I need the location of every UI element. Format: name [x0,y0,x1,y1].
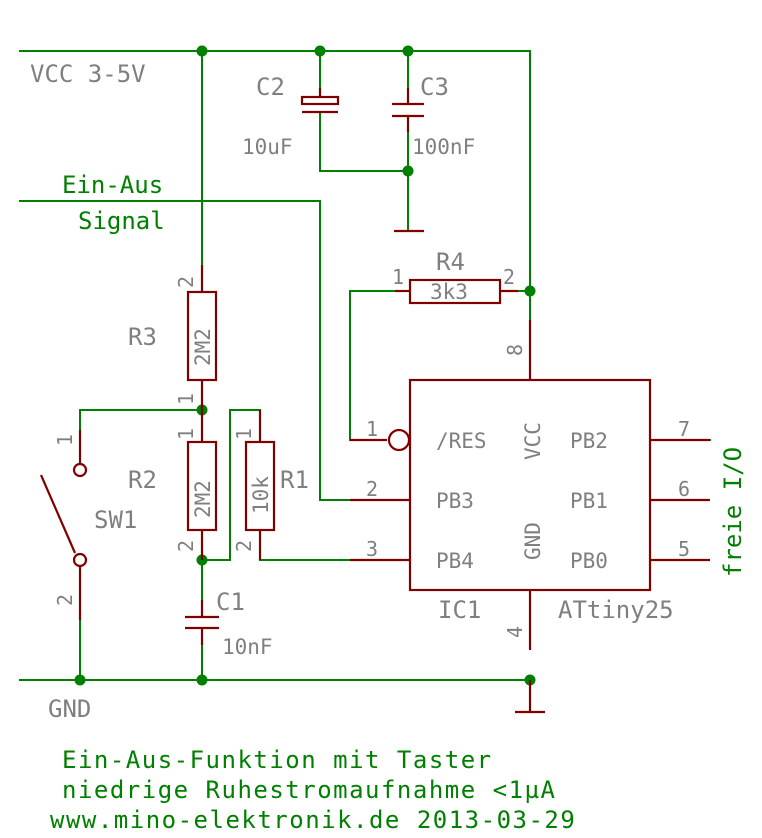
resistor-r3 [186,265,218,410]
junction-dot [74,674,86,686]
c2-value-label: 10uF [242,135,293,159]
ic-pin-2-number: 2 [366,477,378,501]
r4-pin1-label: 1 [392,265,404,289]
r3-value-label: 2M2 [191,328,215,366]
junction-dot [524,285,536,297]
sw1-pin1-label: 1 [53,434,77,446]
switch-sw1 [39,430,88,620]
r1-pin1-label: 1 [232,428,256,440]
resistor-r1 [244,410,276,560]
r1-top-wire [201,409,261,561]
junction-dot [402,165,414,177]
c3-name-label: C3 [420,73,449,101]
ic-attiny25 [350,320,710,650]
r1-value-label: 10k [249,476,273,514]
vcc-net-label: VCC 3-5V [30,60,146,88]
note-line-3: www.mino-elektronik.de 2013-03-29 [50,806,576,834]
r4-pin2-label: 2 [503,265,515,289]
r2-value-label: 2M2 [191,480,215,518]
r2-name-label: R2 [128,466,157,494]
junction-dot [314,45,326,57]
junction-dot [196,674,208,686]
ic-pin-7-label: PB2 [570,429,608,453]
r2-pin1-label: 1 [174,428,198,440]
ic-pin-6-number: 6 [678,477,690,501]
resistor-r2 [186,410,218,560]
note-line-2: niedrige Ruhestromaufnahme <1µA [62,776,556,804]
r3-pin2-label: 2 [174,276,198,288]
gnd-net-label: GND [48,695,91,723]
r4-name-label: R4 [436,248,465,276]
signal-wire [19,200,351,501]
sw1-name-label: SW1 [94,506,137,534]
r1-pin2-label: 2 [232,540,256,552]
note-line-1: Ein-Aus-Funktion mit Taster [62,746,493,774]
r3-name-label: R3 [128,323,157,351]
r1-name-label: R1 [280,466,309,494]
r4-value-label: 3k3 [430,280,468,304]
ic-pin-7-number: 7 [678,417,690,441]
c2-name-label: C2 [256,73,285,101]
r4-left-wire [349,290,411,441]
c2-c3-bottom-wire [319,111,409,172]
ic-pin-5-label: PB0 [570,549,608,573]
vcc-rail-wire [19,50,531,381]
ic-pin-3-label: PB4 [436,549,474,573]
signal-net-label-line2: Signal [78,207,165,235]
ic-pin-1-number: 1 [366,417,378,441]
junctions [74,45,536,686]
junction-dot [196,45,208,57]
sw1-top-wire [79,409,203,431]
ic-pin-4-label: GND [521,522,545,560]
c3-value-label: 100nF [412,135,475,159]
ic-pin-5-number: 5 [678,537,690,561]
signal-net-label-line1: Ein-Aus [62,171,163,199]
ic-pin-1-inversion [387,428,411,452]
capacitor-c2 [300,88,340,114]
resistor-r4 [395,278,518,305]
ic-pin-1-label: /RES [436,429,487,453]
capacitor-c1 [185,600,219,645]
ic-pin-2-label: PB3 [436,489,474,513]
sw1-pin2-label: 2 [53,594,77,606]
ic1-name-label: IC1 [438,596,481,624]
ic-pin-4-number: 4 [503,626,527,638]
junction-dot [402,45,414,57]
ic-pin-8-label: VCC [521,422,545,460]
r2-pin2-label: 2 [174,540,198,552]
ic-pin-8-number: 8 [503,344,527,356]
r3-pin1-label: 1 [174,393,198,405]
c1-name-label: C1 [216,588,245,616]
capacitor-c3 [392,88,424,132]
ic-pin-3-number: 3 [366,537,378,561]
freie-io-label: freie I/O [719,447,747,577]
ic1-value-label: ATtiny25 [558,596,674,624]
c1-value-label: 10nF [222,635,273,659]
ic-pin-6-label: PB1 [570,489,608,513]
